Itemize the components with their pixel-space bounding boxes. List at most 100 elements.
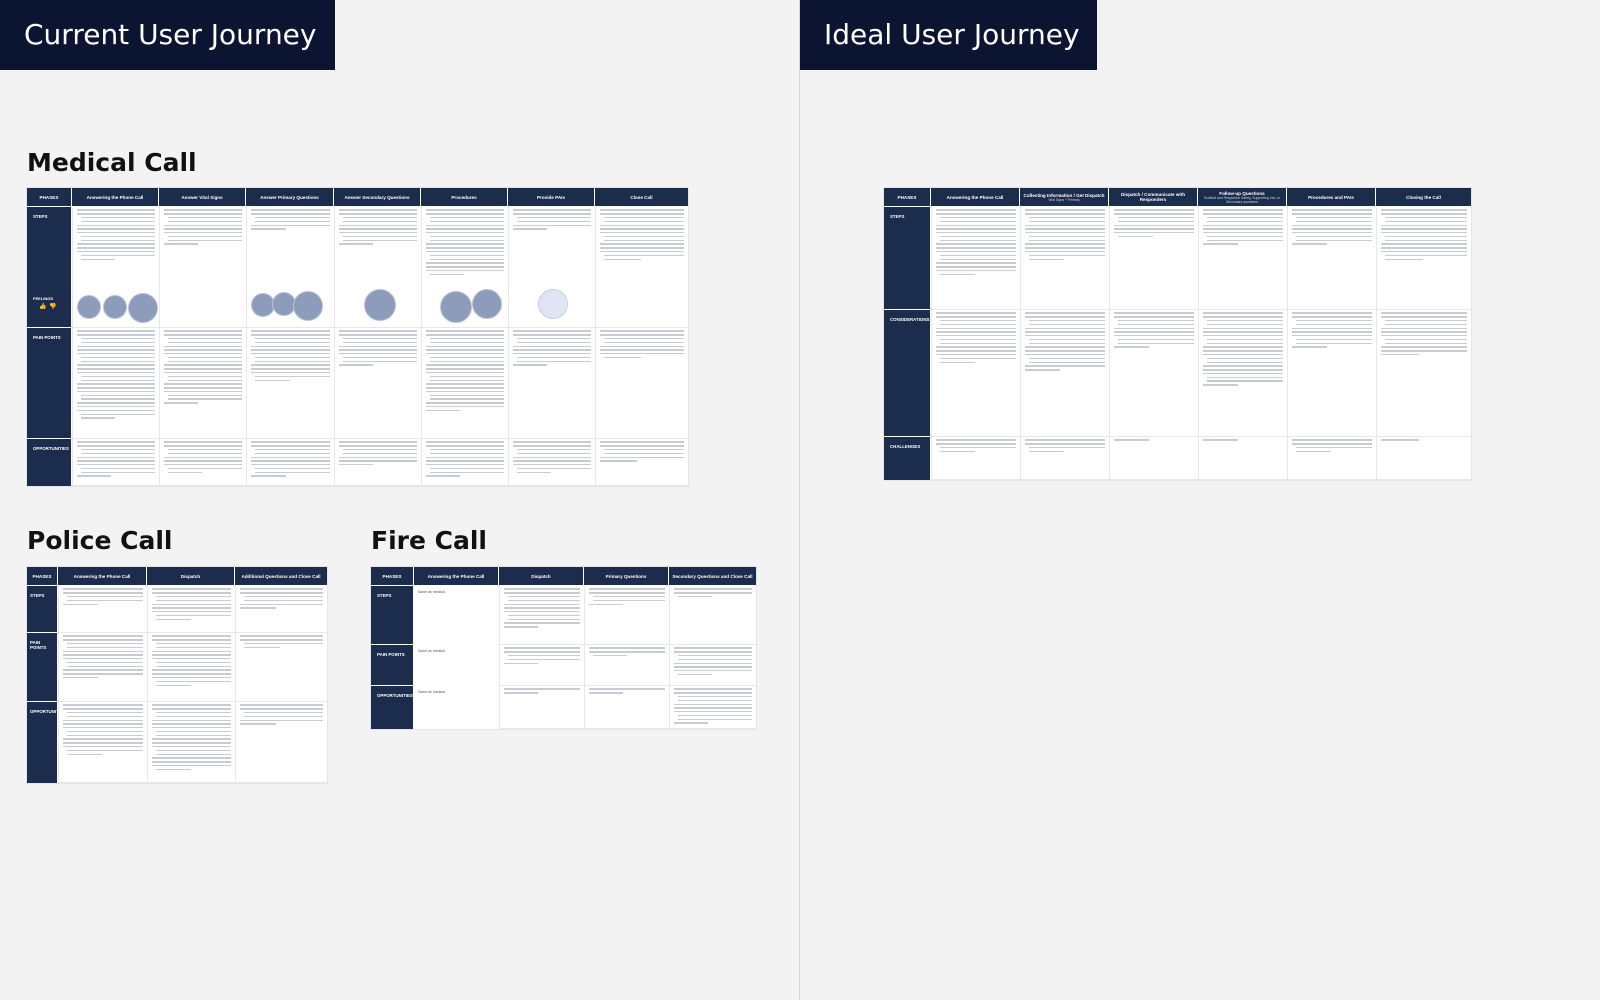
text-line-placeholder [1381, 316, 1467, 318]
phase-header: Procedures [421, 188, 507, 206]
fire-journey-board[interactable]: PHASES Answering the Phone Call Dispatch… [371, 567, 756, 729]
text-line-placeholder [513, 445, 591, 447]
text-line-placeholder [426, 368, 504, 370]
text-line-placeholder [81, 258, 116, 260]
text-line-placeholder [255, 467, 330, 470]
text-line-placeholder [156, 599, 231, 602]
board-cell [72, 439, 159, 486]
board-cell [1287, 207, 1376, 310]
text-line-placeholder [251, 464, 330, 466]
text-line-placeholder [255, 220, 330, 223]
text-line-placeholder [156, 734, 231, 737]
text-line-placeholder [589, 692, 623, 694]
board-cell [499, 686, 584, 729]
text-line-placeholder [156, 768, 191, 771]
text-line-placeholder [67, 642, 143, 645]
text-line-placeholder [1381, 353, 1419, 356]
text-line-placeholder [339, 228, 417, 230]
text-line-placeholder [1025, 250, 1105, 253]
text-line-placeholder [1203, 350, 1283, 352]
board-cell [931, 310, 1020, 437]
text-line-placeholder [164, 243, 199, 245]
text-line-placeholder [152, 704, 231, 706]
text-line-placeholder [936, 250, 1016, 253]
text-line-placeholder [430, 341, 504, 344]
text-line-placeholder [1025, 365, 1105, 367]
ideal-journey-board[interactable]: PHASES Answering the Phone Call Collecti… [884, 188, 1471, 480]
text-line-placeholder [244, 599, 323, 602]
text-line-placeholder [63, 723, 143, 725]
text-line-placeholder [674, 588, 752, 590]
text-line-placeholder [77, 345, 155, 347]
text-line-placeholder [67, 711, 143, 714]
text-line-placeholder [936, 209, 1016, 211]
text-line-placeholder [164, 364, 242, 366]
text-line-placeholder [1203, 312, 1283, 314]
row-label-considerations: CONSIDERATIONS [884, 310, 930, 436]
text-line-placeholder [251, 364, 330, 366]
row-label-steps: STEPS [27, 586, 57, 632]
text-line-placeholder [678, 714, 752, 717]
medical-journey-board[interactable]: PHASES Answering the Phone Call Answer V… [27, 188, 688, 486]
board-cell [499, 645, 584, 686]
phase-header: Answering the Phone Call [414, 567, 498, 585]
text-line-placeholder [940, 216, 1016, 219]
text-line-placeholder [430, 452, 504, 455]
text-line-placeholder [77, 460, 155, 462]
text-line-placeholder [1029, 220, 1105, 223]
text-line-placeholder [81, 413, 155, 415]
text-line-placeholder [1203, 346, 1283, 348]
text-line-placeholder [1381, 439, 1419, 441]
text-line-placeholder [1025, 232, 1105, 234]
text-line-placeholder [1025, 335, 1105, 337]
text-line-placeholder [1025, 213, 1105, 215]
text-line-placeholder [1118, 338, 1194, 341]
board-cell [1198, 207, 1287, 310]
text-line-placeholder [240, 719, 323, 721]
row-label-pain-points: PAIN POINTS [371, 645, 413, 685]
text-line-placeholder [1292, 232, 1372, 234]
text-line-placeholder [504, 692, 538, 694]
text-line-placeholder [156, 646, 231, 649]
text-line-placeholder [674, 666, 752, 668]
text-line-placeholder [1203, 327, 1283, 329]
text-line-placeholder [1381, 327, 1467, 329]
text-line-placeholder [674, 703, 752, 705]
text-line-placeholder [251, 371, 330, 374]
text-line-placeholder [504, 662, 538, 664]
text-line-placeholder [343, 452, 417, 455]
police-journey-board[interactable]: PHASES Answering the Phone Call Dispatch… [27, 567, 327, 783]
text-line-placeholder [339, 353, 417, 355]
text-line-placeholder [77, 209, 155, 211]
text-line-placeholder [517, 337, 591, 340]
text-line-placeholder [600, 243, 684, 245]
text-line-placeholder [1118, 323, 1194, 326]
text-line-placeholder [1207, 220, 1283, 223]
text-line-placeholder [517, 471, 552, 474]
phase-header: Dispatch [499, 567, 583, 585]
text-line-placeholder [168, 235, 242, 238]
text-line-placeholder [63, 658, 143, 660]
text-line-placeholder [1381, 346, 1467, 348]
board-cell [1020, 207, 1109, 310]
text-line-placeholder [513, 213, 591, 215]
text-line-placeholder [1207, 239, 1283, 242]
text-line-placeholder [81, 235, 155, 238]
text-line-placeholder [936, 224, 1016, 226]
text-line-placeholder [604, 235, 684, 238]
text-line-placeholder [77, 247, 155, 249]
text-line-placeholder [600, 213, 684, 215]
text-line-placeholder [164, 213, 242, 215]
text-line-placeholder [152, 673, 231, 675]
text-line-placeholder [339, 213, 417, 215]
text-line-placeholder [1203, 209, 1283, 211]
board-cell [508, 439, 595, 486]
text-line-placeholder [513, 364, 548, 366]
feeling-bubble [103, 295, 127, 319]
text-line-placeholder [513, 209, 591, 211]
board-cell [1287, 437, 1376, 480]
text-line-placeholder [1385, 254, 1467, 257]
text-line-placeholder [1025, 443, 1105, 445]
text-line-placeholder [168, 379, 242, 381]
text-line-placeholder [152, 676, 231, 679]
